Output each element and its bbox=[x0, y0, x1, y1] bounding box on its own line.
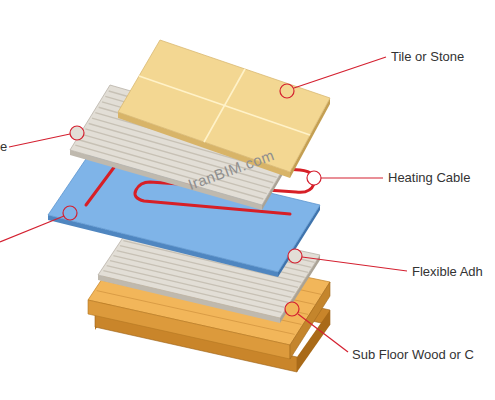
leader-lines bbox=[0, 57, 407, 352]
tile-layer bbox=[118, 40, 330, 178]
part-label: Flexible Adh bbox=[412, 264, 483, 280]
part-label: Sub Floor Wood or C bbox=[352, 347, 474, 363]
part-label: Heating Cable bbox=[388, 170, 470, 186]
part-label: Tile or Stone bbox=[391, 49, 464, 65]
part-label: e bbox=[0, 139, 7, 155]
